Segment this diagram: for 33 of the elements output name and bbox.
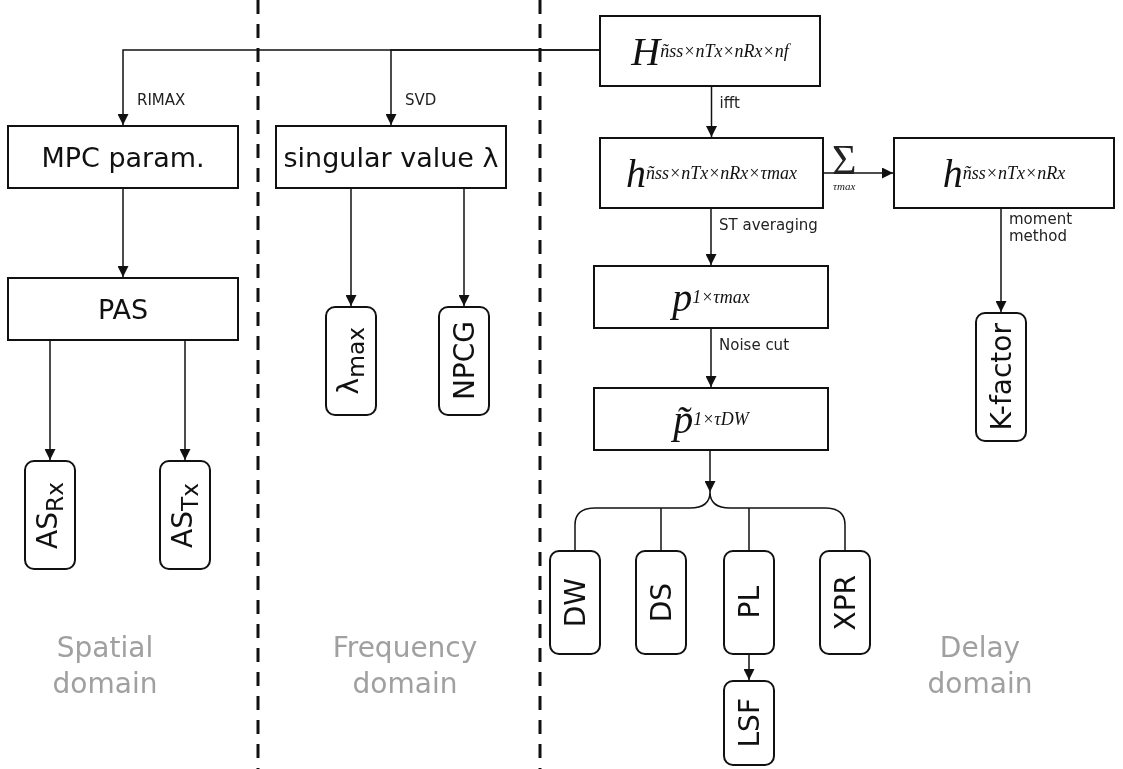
arrow [44,340,56,461]
result-box: XPR [819,550,871,655]
edge-label: RIMAX [137,92,186,110]
arrow [743,654,755,681]
result-box: PL [723,550,775,655]
arrow [704,450,716,493]
domain-label: Frequency domain [331,630,479,703]
arrow [995,208,1007,313]
edge-label: ST averaging [719,217,818,235]
arrow [179,340,191,461]
domain-label: Delay domain [926,630,1034,703]
edge-label: ifft [719,95,740,113]
domain-label: Spatial domain [51,630,159,703]
curly-brace [574,491,846,526]
edge-label: moment method [1009,211,1074,246]
arrow [458,188,470,307]
result-box: NPCG [438,306,490,416]
arrow [385,49,600,126]
result-box: LSF [723,680,775,766]
edge-label: Noise cut [719,337,789,355]
arrow [117,188,129,278]
process-box: PAS [7,277,239,341]
arrow [823,167,894,179]
process-box: MPC param. [7,125,239,189]
edge-label: SVD [405,92,437,110]
arrow [705,208,717,266]
arrow [706,86,717,138]
arrow [345,188,357,307]
arrow [705,328,717,388]
result-box: K-factor [975,312,1027,442]
result-box: DW [549,550,601,655]
process-box: singular value λ [275,125,507,189]
result-box: DS [635,550,687,655]
